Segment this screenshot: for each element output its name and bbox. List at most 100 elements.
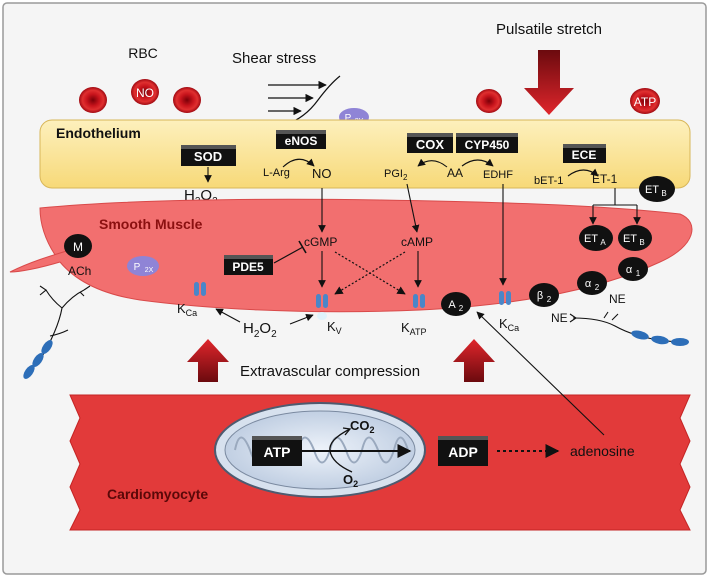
ach-label: ACh [68,264,91,278]
cox-reaction-arrow [417,158,448,168]
h2o2-to-kca-arrow [215,308,241,323]
eta-label: ET [584,233,598,245]
katp-label: KATP [401,320,427,337]
pde5-inhibition-bar [298,240,307,254]
kca-left-label: KCa [177,301,197,318]
ne-left-label: NE [551,311,568,325]
cox-box: COX [407,133,453,153]
shear-stress-label: Shear stress [232,50,316,67]
etb-top-label: ET [645,184,659,196]
alpha2-sub: 2 [595,283,600,292]
cyp450-reaction-arrow [461,158,494,167]
edhf-label: EDHF [483,169,513,181]
sod-box: SOD [181,145,236,166]
smooth-muscle-label: Smooth Muscle [99,216,203,232]
eta-sub: A [600,238,606,247]
rbc-cell-2 [173,87,201,113]
kv-label: KV [327,319,342,336]
alpha2-label: α [585,278,592,290]
alpha1-sub: 1 [636,269,641,278]
pde5-inhibition-line [273,246,304,264]
no-cell-label: NO [136,86,154,100]
beta2-receptor: β 2 [529,283,559,307]
o2-label: O2 [343,472,358,489]
a2-label: A [448,299,456,311]
extravascular-label: Extravascular compression [240,363,420,380]
katp-channel [413,294,425,308]
camp-label: cAMP [401,235,433,249]
pde5-box: PDE5 [224,255,273,275]
atp-cell: ATP [630,88,660,114]
adp-box: ADP [438,436,488,466]
etb-receptor: ET B [618,225,652,251]
sod-label: SOD [194,149,222,164]
ece-reaction-arrow [567,168,599,177]
eta-receptor: ET A [579,225,613,251]
kca-right-channel [499,291,511,305]
cardiomyocyte-label: Cardiomyocyte [107,486,208,502]
pde5-label: PDE5 [232,260,264,274]
adenosine-to-a2-arrow [476,311,605,436]
alpha1-receptor: α 1 [618,257,648,281]
ece-box: ECE [563,144,606,163]
enos-box: eNOS [276,130,326,149]
atp-cell-label: ATP [634,95,656,109]
et1-label: ET-1 [592,172,618,186]
camp-to-kv-dotted [334,251,406,295]
compression-arrow-right [453,339,495,382]
ne-right-label: NE [609,292,626,306]
m-label: M [73,240,83,254]
alpha1-label: α [626,264,633,276]
rbc-label: RBC [128,45,158,61]
no-label: NO [312,166,332,181]
adenosine-label: adenosine [570,443,635,459]
p2x-receptor: P 2X [127,256,159,276]
kca-right-label: KCa [499,316,519,333]
enos-label: eNOS [285,134,318,148]
kca-left-channel [194,282,206,296]
kv-channel [316,294,328,320]
etb-sub: B [639,238,644,247]
p2x-label: P [134,262,141,273]
cyp450-box: CYP450 [456,133,518,153]
left-nerve-varicosities [23,340,53,379]
cgmp-label: cGMP [304,235,337,249]
atp-box-label: ATP [264,444,291,460]
a2-receptor: A 2 [441,292,471,316]
h2o2-to-kv-arrow [289,313,314,325]
pgi2-label: PGI2 [384,168,408,182]
l-arg-label: L-Arg [263,167,290,179]
pulsatile-stretch-label: Pulsatile stretch [496,21,602,38]
bet1-label: bET-1 [534,175,563,187]
gas-exchange-curve [329,428,353,473]
rbc-cell-1 [79,87,107,113]
alpha2-receptor: α 2 [577,271,607,295]
etb-top-sub: B [661,189,666,198]
co2-arrow-tip [342,427,352,436]
no-cell: NO [131,79,159,105]
beta2-label: β [537,290,543,302]
cox-label: COX [416,137,445,152]
beta2-sub: 2 [547,295,552,304]
etb-label: ET [623,233,637,245]
rbc-cell-3 [476,89,502,113]
enos-reaction-arrow [282,158,315,168]
aa-label: AA [447,166,463,180]
atp-box: ATP [252,436,302,466]
endothelium-layer [39,119,691,189]
smooth-muscle-tail [9,249,71,273]
pgi2-to-camp-arrow [406,183,420,233]
co2-label: CO2 [350,418,375,435]
m-receptor: M [64,234,92,258]
p2x-sub: 2X [145,267,154,274]
cyp450-label: CYP450 [465,138,510,152]
et1-branch-lines [589,188,641,225]
compression-arrow-left [187,339,229,382]
adp-box-label: ADP [448,444,478,460]
etb-top-receptor: ET B [639,176,675,202]
a2-sub: 2 [459,304,464,313]
ece-label: ECE [572,148,597,162]
h2o2-mid-label: H2O2 [243,320,277,340]
